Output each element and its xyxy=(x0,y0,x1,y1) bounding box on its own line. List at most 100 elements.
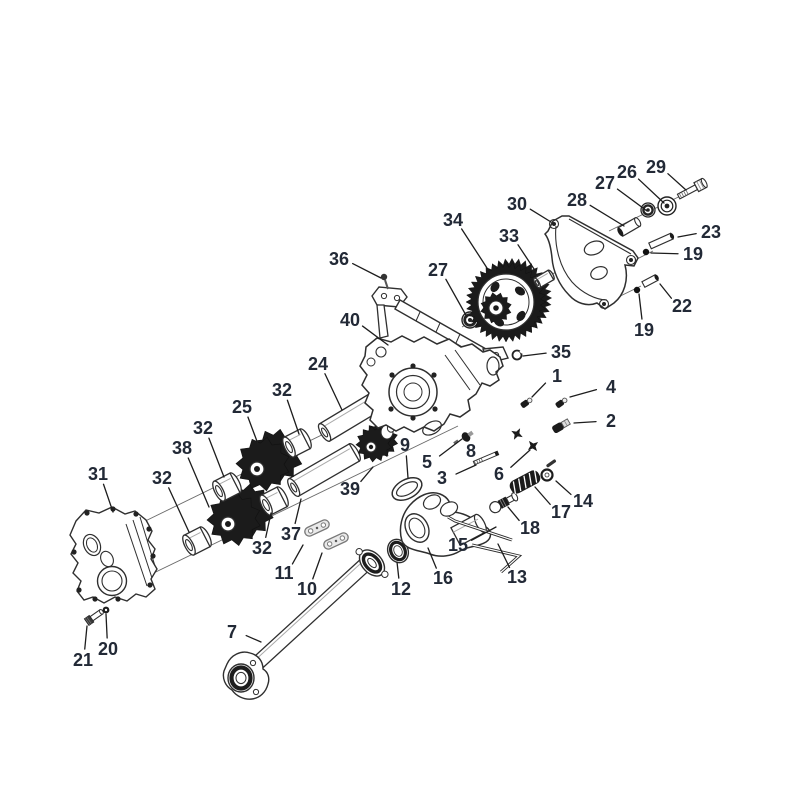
callout-label-34: 34 xyxy=(443,210,463,230)
callout-label-40: 40 xyxy=(340,310,360,330)
callout-label-30: 30 xyxy=(507,194,527,214)
callout-leader-13 xyxy=(497,543,511,569)
callout-leader-36 xyxy=(352,262,382,279)
callout-label-12: 12 xyxy=(391,579,411,599)
part-30-end-cover xyxy=(543,215,639,310)
callout-leader-19 xyxy=(638,293,643,320)
callout-label-39: 39 xyxy=(340,479,360,499)
callout-leader-5 xyxy=(438,438,463,457)
callout-leader-32 xyxy=(286,399,300,435)
callout-label-37: 37 xyxy=(281,524,301,544)
callout-leader-27 xyxy=(616,188,648,212)
part-25-pinion-bore xyxy=(249,461,265,477)
callout-leader-1 xyxy=(531,382,547,398)
callout-leader-30 xyxy=(529,208,552,223)
callout-label-10: 10 xyxy=(297,579,317,599)
callout-leader-28 xyxy=(589,204,625,227)
part-10-plate xyxy=(323,532,349,550)
part-16-bearing-housing xyxy=(399,492,492,557)
callout-label-26: 26 xyxy=(617,162,637,182)
callout-leader-3 xyxy=(455,464,477,475)
part-20-washer xyxy=(102,606,110,614)
callout-label-32: 32 xyxy=(252,538,272,558)
part-3-stud xyxy=(472,450,500,466)
callout-label-29: 29 xyxy=(646,157,666,177)
callout-leader-27 xyxy=(445,278,468,318)
callout-label-17: 17 xyxy=(551,502,571,522)
part-19-ball xyxy=(642,248,650,256)
part-5-setscrew xyxy=(453,439,459,445)
callout-leader-33 xyxy=(517,244,537,273)
callout-label-1: 1 xyxy=(552,366,562,386)
callout-label-18: 18 xyxy=(520,518,540,538)
callout-label-19: 19 xyxy=(634,320,654,340)
callout-leader-17 xyxy=(534,486,551,506)
callout-label-16: 16 xyxy=(433,568,453,588)
callout-label-3: 3 xyxy=(437,468,447,488)
part-11-plate xyxy=(304,519,330,537)
callout-label-11: 11 xyxy=(274,563,293,583)
part-36-screw xyxy=(380,273,389,290)
callout-leader-4 xyxy=(569,388,598,398)
part-7-output-tube xyxy=(222,548,389,700)
part-2-fitting xyxy=(552,418,571,434)
part-29-bolt xyxy=(676,177,708,200)
callout-leader-18 xyxy=(507,506,520,522)
callout-label-31: 31 xyxy=(88,464,108,484)
callout-leader-40 xyxy=(361,325,389,346)
callout-leader-15 xyxy=(470,526,497,541)
part-6-star-nut xyxy=(511,428,523,440)
part-14-washer-pin xyxy=(540,459,557,482)
part-34-drive-gear xyxy=(465,258,552,343)
callout-label-9: 9 xyxy=(400,435,410,455)
part-27-washer-right xyxy=(640,202,656,218)
callout-label-6: 6 xyxy=(494,464,504,484)
callout-leader-19 xyxy=(650,252,679,255)
callout-leader-21 xyxy=(84,625,88,650)
callout-label-35: 35 xyxy=(551,342,571,362)
callout-leader-39 xyxy=(360,466,374,483)
part-12-seal-ring xyxy=(386,538,410,564)
callout-label-8: 8 xyxy=(466,441,476,461)
callout-label-20: 20 xyxy=(98,639,118,659)
callout-leader-9 xyxy=(405,455,409,479)
part-13-rod xyxy=(471,543,523,574)
part-32-bushing xyxy=(182,526,212,556)
callout-leader-32 xyxy=(208,437,225,478)
callout-label-38: 38 xyxy=(172,438,192,458)
callout-leader-6 xyxy=(510,449,531,468)
part-21-bolt xyxy=(83,609,104,626)
part-8-plug xyxy=(461,430,474,442)
callout-label-33: 33 xyxy=(499,226,519,246)
callout-label-22: 22 xyxy=(672,296,692,316)
part-38-pinion-bore xyxy=(220,516,236,532)
part-17-spring xyxy=(509,470,541,494)
callout-label-25: 25 xyxy=(232,397,252,417)
callout-leader-14 xyxy=(555,480,572,496)
callout-leader-11 xyxy=(291,544,304,565)
callout-leader-16 xyxy=(427,547,437,569)
callout-label-19: 19 xyxy=(683,244,703,264)
part-28-pin xyxy=(617,217,642,237)
callout-leader-34 xyxy=(461,228,488,269)
part-1-fitting xyxy=(520,397,533,408)
part-32-bushing xyxy=(212,472,242,502)
callout-label-21: 21 xyxy=(73,650,93,670)
callout-label-27: 27 xyxy=(595,173,615,193)
callout-leader-2 xyxy=(573,420,597,424)
callout-label-24: 24 xyxy=(308,354,328,374)
callout-label-28: 28 xyxy=(567,190,587,210)
part-35-snap-ring xyxy=(511,349,523,361)
callout-leader-32 xyxy=(168,487,190,533)
part-18-detent-plunger xyxy=(489,492,519,514)
callout-label-7: 7 xyxy=(227,622,237,642)
part-23-pin xyxy=(648,232,675,250)
part-4-fitting xyxy=(555,397,568,408)
part-9-gasket xyxy=(391,476,423,502)
callout-label-32: 32 xyxy=(152,468,172,488)
callout-label-32: 32 xyxy=(272,380,292,400)
callout-leader-20 xyxy=(105,613,108,639)
callout-leader-37 xyxy=(294,498,302,525)
callout-leader-31 xyxy=(102,483,114,513)
part-32-bushing xyxy=(259,486,289,516)
